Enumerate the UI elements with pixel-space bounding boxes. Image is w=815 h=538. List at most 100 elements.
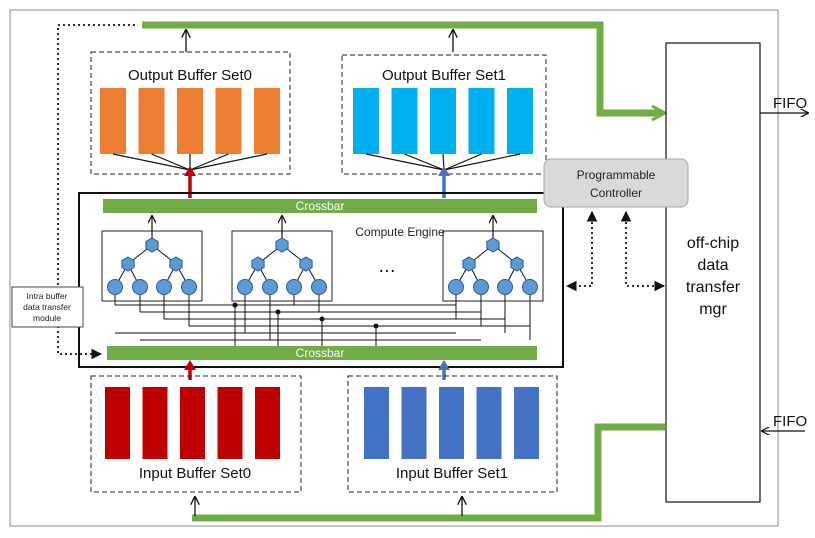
pe-leaf-node <box>107 279 123 295</box>
pe-leaf-node <box>473 279 489 295</box>
intra-buffer-label-line3: module <box>33 313 61 323</box>
output0-bar-4 <box>215 88 242 154</box>
pe-leaf-node <box>156 279 172 295</box>
pe-leaf-node <box>181 279 197 295</box>
pe-leaf-node <box>497 279 513 295</box>
output0-fan-line-1 <box>112 153 191 171</box>
output1-fan-line-4 <box>443 153 482 171</box>
output0-bar-1 <box>100 88 126 154</box>
output-buffer-set1-bars <box>353 88 533 154</box>
compute-engine-container <box>78 192 564 368</box>
controller-label-line2: Controller <box>590 186 642 200</box>
output1-bar-4 <box>468 88 495 154</box>
output-buffer-set0: Output Buffer Set0 <box>90 51 291 175</box>
compute-engine-label: Compute Engine <box>355 225 445 239</box>
output0-bar-2 <box>138 88 165 154</box>
crossbar-top: Crossbar <box>103 199 537 213</box>
pe-leaf-node <box>132 279 148 295</box>
output-buffer-set0-bars <box>100 88 280 154</box>
pe-leaf-node <box>311 279 327 295</box>
wire-junction <box>232 302 238 308</box>
pe-hex-node <box>251 256 265 272</box>
input-buffer-set0-bars <box>105 387 280 459</box>
wire-junction <box>275 309 281 315</box>
crossbar-bottom: Crossbar <box>107 346 537 360</box>
intra-buffer-label-line2: data transfer <box>23 302 71 312</box>
pe-tree-2 <box>231 216 333 302</box>
pe-trees <box>101 216 544 302</box>
crossbar-bottom-label: Crossbar <box>296 346 345 360</box>
red-arrowhead-input0 <box>184 360 196 370</box>
pe-hex-node <box>169 256 183 272</box>
pe-hex-node <box>510 256 524 272</box>
pe-leaf-node <box>286 279 302 295</box>
input0-bar-3 <box>180 387 205 459</box>
input-buffer-set0: Input Buffer Set0 <box>90 375 302 493</box>
offchip-label-line3: transfer <box>686 279 741 296</box>
pe-leaf-node <box>448 279 464 295</box>
input0-bar-1 <box>105 387 130 459</box>
output-buffer-set1: Output Buffer Set1 <box>341 54 547 175</box>
input0-bar-5 <box>255 387 280 459</box>
input-buffer-set1-label: Input Buffer Set1 <box>396 465 508 482</box>
output-buffer-set0-label: Output Buffer Set0 <box>128 67 252 84</box>
pe-leaf-node <box>262 279 278 295</box>
green-bus-top-arrowhead <box>651 104 669 122</box>
output1-bar-1 <box>353 88 379 154</box>
input-buffer-set1-bars <box>364 387 539 459</box>
pe-leaf-node <box>237 279 253 295</box>
pe-hex-node <box>486 237 500 253</box>
output-buffer-set1-label: Output Buffer Set1 <box>382 67 506 84</box>
input1-bar-2 <box>401 387 427 459</box>
green-bus-top <box>142 21 662 117</box>
pe-hex-node <box>462 256 476 272</box>
red-arrowhead-output0 <box>184 166 196 176</box>
interconnect-wires <box>114 295 531 346</box>
output0-fan-line-2 <box>151 153 191 171</box>
wire-junction <box>373 323 379 329</box>
pe-hex-node <box>121 256 135 272</box>
offchip-label-line4: mgr <box>699 301 727 318</box>
input1-bar-3 <box>439 387 464 459</box>
wire-junction <box>319 316 325 322</box>
output0-fan-line-5 <box>189 153 268 171</box>
output1-fan-line-5 <box>443 153 521 171</box>
intra-buffer-label-line1: Intra buffer <box>27 291 68 301</box>
output1-bar-2 <box>391 88 418 154</box>
blue-arrowhead-input1 <box>438 360 450 370</box>
input0-bar-4 <box>217 387 243 459</box>
green-bus-bottom <box>192 423 665 522</box>
output-buffer-set1-fan <box>365 153 521 171</box>
output1-bar-3 <box>430 88 456 154</box>
output0-fan-line-4 <box>189 153 229 171</box>
fifo-in-label: FIFO <box>773 413 807 430</box>
offchip-label-line1: off-chip <box>687 235 739 252</box>
intra-buffer-loop <box>57 24 135 354</box>
fifo-out-label: FIFO <box>773 95 807 112</box>
controller-to-mgr-link <box>620 210 666 292</box>
output1-fan-line-2 <box>404 153 445 171</box>
controller-to-engine-link <box>565 210 598 292</box>
output1-fan-line-1 <box>365 153 445 171</box>
input1-bar-1 <box>364 387 389 459</box>
pe-tree-1 <box>101 216 203 302</box>
output0-bar-3 <box>177 88 203 154</box>
blue-arrowhead-output1 <box>438 166 450 176</box>
output0-bar-5 <box>254 88 280 154</box>
controller-label-line1: Programmable <box>577 168 656 182</box>
input1-bar-4 <box>476 387 502 459</box>
input-buffer-set1: Input Buffer Set1 <box>347 375 558 493</box>
crossbar-top-label: Crossbar <box>296 199 345 213</box>
pe-tree-3 <box>442 216 544 302</box>
output-buffer-set0-fan <box>112 153 268 171</box>
output1-bar-5 <box>507 88 533 154</box>
input1-bar-5 <box>514 387 539 459</box>
pe-hex-node <box>299 256 313 272</box>
pe-hex-node <box>275 237 289 253</box>
offchip-transfer-manager: off-chip data transfer mgr <box>665 42 761 503</box>
outer-frame <box>9 9 779 527</box>
input0-bar-2 <box>142 387 168 459</box>
offchip-label-line2: data <box>697 257 728 274</box>
pe-ellipsis: … <box>378 256 396 276</box>
